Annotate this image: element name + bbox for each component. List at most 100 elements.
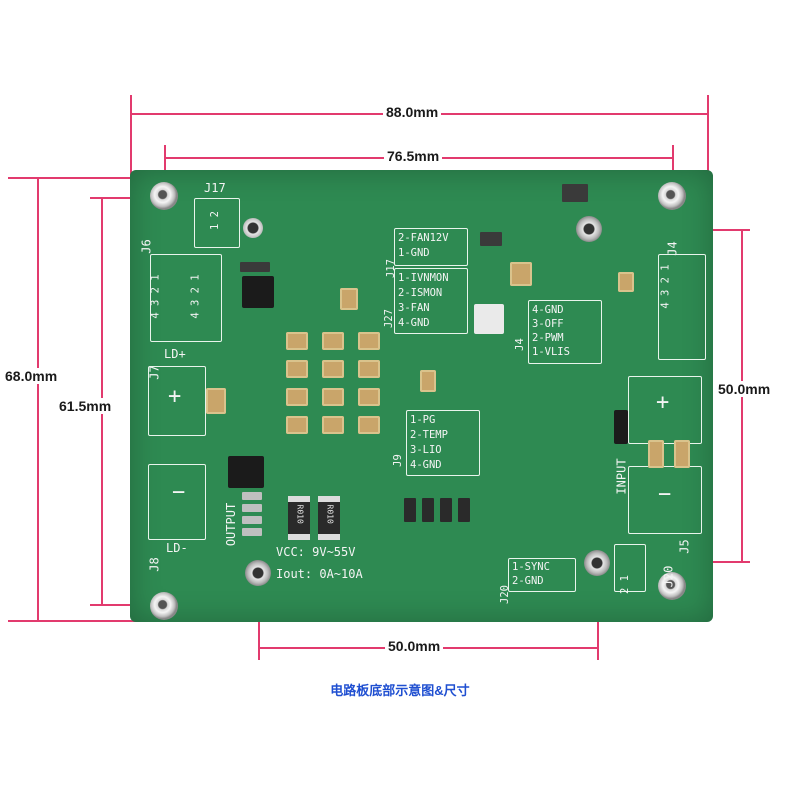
- ic-chip: [228, 456, 264, 488]
- j20-pins: 2 1: [618, 575, 631, 594]
- dim-ext-left-a: [8, 177, 136, 179]
- dim-ext-left-top: [130, 95, 132, 175]
- j9-label-1: 1-PG: [410, 414, 436, 426]
- label-j20-right: J20: [661, 565, 676, 588]
- capacitor: [648, 440, 664, 468]
- dim-line-68: [37, 177, 39, 621]
- dim-label-88: 88.0mm: [383, 104, 442, 120]
- connector-j20: [614, 544, 646, 592]
- pad-row: [422, 498, 434, 522]
- mount-hole-small: [243, 218, 263, 238]
- dim-label-50-h: 50.0mm: [385, 638, 444, 654]
- capacitor: [286, 416, 308, 434]
- ic-chip: [614, 410, 628, 444]
- j27-label-box: [394, 268, 468, 334]
- pad-stack: [242, 516, 262, 524]
- j20-side-label: J20: [498, 585, 511, 604]
- dim-label-615: 61.5mm: [56, 398, 115, 414]
- capacitor: [358, 416, 380, 434]
- ic-chip: [474, 304, 504, 334]
- label-j5: J5: [677, 539, 692, 554]
- capacitor: [286, 360, 308, 378]
- connector-j6: [150, 254, 222, 342]
- capacitor: [286, 332, 308, 350]
- screw-bottom-left: [150, 592, 178, 620]
- pad-row: [404, 498, 416, 522]
- capacitor: [322, 332, 344, 350]
- capacitor: [206, 388, 226, 414]
- minus-sign-right: −: [658, 482, 672, 507]
- j17-label-1: 2-FAN12V: [398, 232, 449, 244]
- j17-label-2: 1-GND: [398, 247, 430, 259]
- pad-stack: [242, 528, 262, 536]
- pad-smd: [480, 232, 502, 246]
- label-iout: Iout: 0A~10A: [276, 567, 363, 581]
- terminal-j8: [148, 464, 206, 540]
- j4-label-1: 4-GND: [532, 304, 564, 316]
- capacitor: [674, 440, 690, 468]
- connector-j4: [658, 254, 706, 360]
- capacitor: [322, 360, 344, 378]
- pad-smd: [240, 262, 270, 272]
- screw-top-left: [150, 182, 178, 210]
- j27-side-label: J27: [382, 309, 395, 328]
- j6-pins-b: 4 3 2 1: [189, 274, 202, 319]
- j20-label-2: 2-GND: [512, 575, 544, 587]
- j27-label-1: 1-IVNMON: [398, 272, 449, 284]
- j4-pins: 4 3 2 1: [659, 264, 672, 309]
- label-ld-plus: LD+: [164, 347, 186, 361]
- dim-ext-right-top: [707, 95, 709, 175]
- shunt-resistor-2: R010: [318, 496, 340, 540]
- capacitor: [322, 416, 344, 434]
- pad-row: [458, 498, 470, 522]
- capacitor: [358, 388, 380, 406]
- ic-chip: [242, 276, 274, 308]
- j4-label-2: 3-OFF: [532, 318, 564, 330]
- mount-hole-lower-left: [245, 560, 271, 586]
- label-output: OUTPUT: [224, 502, 239, 547]
- j9-label-4: 4-GND: [410, 459, 442, 471]
- label-ld-minus: LD-: [166, 541, 188, 555]
- connector-j17: [194, 198, 240, 248]
- capacitor: [322, 388, 344, 406]
- dim-label-50-v: 50.0mm: [715, 381, 774, 397]
- dim-label-68: 68.0mm: [2, 368, 61, 384]
- terminal-j7: [148, 366, 206, 436]
- j4-label-box: [528, 300, 602, 364]
- capacitor: [340, 288, 358, 310]
- terminal-j5: [628, 466, 702, 534]
- j9-side-label: J9: [391, 454, 404, 467]
- minus-sign-left: −: [172, 480, 186, 505]
- pad-smd: [562, 184, 588, 202]
- capacitor: [358, 360, 380, 378]
- shunt-resistor-1: R010: [288, 496, 310, 540]
- dim-ext-hole-left: [164, 145, 166, 180]
- screw-top-right: [658, 182, 686, 210]
- mount-hole-lower-right: [584, 550, 610, 576]
- j6-pins-a: 4 3 2 1: [149, 274, 162, 319]
- label-j6: J6: [139, 239, 154, 254]
- pad-stack: [242, 504, 262, 512]
- j20-label-box: [508, 558, 576, 592]
- plus-sign-left: +: [168, 384, 182, 409]
- capacitor: [286, 388, 308, 406]
- j17-pins: 1 2: [208, 211, 221, 230]
- plus-sign-right: +: [656, 390, 670, 415]
- terminal-input-plus: [628, 376, 702, 444]
- dim-label-76: 76.5mm: [384, 148, 443, 164]
- j9-label-2: 2-TEMP: [410, 429, 448, 441]
- dim-ext-left-b: [8, 620, 136, 622]
- pcb-board: J17 1 2 J6 4 3 2 1 4 3 2 1 2-FAN12V 1-GN…: [130, 170, 713, 622]
- j20-label-1: 1-SYNC: [512, 561, 550, 573]
- label-vcc: VCC: 9V~55V: [276, 545, 356, 559]
- j27-label-2: 2-ISMON: [398, 287, 443, 299]
- capacitor: [618, 272, 634, 292]
- pad-stack: [242, 492, 262, 500]
- j4-label-4: 1-VLIS: [532, 346, 570, 358]
- j17-label-box: [394, 228, 468, 266]
- label-input: INPUT: [614, 458, 629, 495]
- capacitor: [510, 262, 532, 286]
- diagram-caption: 电路板底部示意图&尺寸: [330, 683, 470, 698]
- dim-ext-left-d: [90, 604, 160, 606]
- label-j17: J17: [204, 181, 226, 195]
